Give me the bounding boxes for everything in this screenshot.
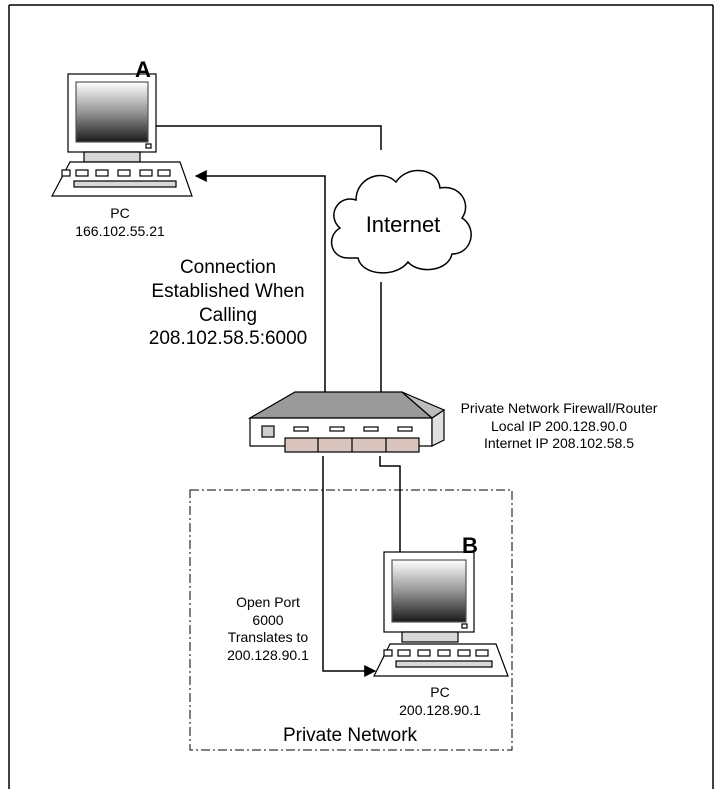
router-internet-ip: Internet IP 208.102.58.5 (484, 435, 634, 451)
pc-b-letter: B (462, 533, 478, 558)
pc-b-icon (373, 551, 509, 677)
router-name: Private Network Firewall/Router (460, 400, 658, 416)
private-network-label: Private Network (250, 724, 450, 748)
connection-line-1: Connection (179, 257, 277, 278)
internet-label: Internet (365, 212, 441, 237)
router-caption: Private Network Firewall/Router Local IP… (434, 400, 684, 453)
connection-line-3: Calling (198, 304, 258, 326)
connection-annotation: Connection Established When Calling 208.… (140, 256, 316, 351)
pc-a-ip: 166.102.55.21 (75, 222, 165, 239)
pc-a-icon (51, 73, 193, 197)
connection-arrow-to-pc-a (194, 170, 326, 392)
port-forward-arrow-to-pc-b (322, 456, 377, 677)
figure-border (8, 4, 714, 789)
pc-b-label: PC (430, 684, 450, 700)
pc-b-caption: PC 200.128.90.1 (380, 684, 500, 719)
internet-cloud-icon (330, 169, 472, 274)
connection-lines (150, 125, 401, 677)
connection-line-4: 208.102.58.5:6000 (148, 328, 308, 350)
pc-a-label: PC (110, 205, 130, 221)
private-network-boundary (189, 489, 513, 751)
port-line-3: Translates to (227, 629, 309, 645)
pc-a-caption: PC 166.102.55.21 (60, 205, 180, 240)
port-annotation: Open Port 6000 Translates to 200.128.90.… (216, 594, 320, 664)
pc-a-letter: A (135, 57, 151, 82)
pc-b-ip: 200.128.90.1 (399, 701, 481, 718)
router-icon (247, 391, 446, 453)
port-line-1: Open Port (236, 594, 300, 610)
router-local-ip: Local IP 200.128.90.0 (491, 417, 627, 434)
port-line-4: 200.128.90.1 (227, 646, 309, 663)
link-pc-a-to-internet (150, 125, 382, 150)
link-router-to-pc-b (379, 456, 401, 552)
connection-line-2: Established When (151, 280, 305, 302)
port-line-2: 6000 (252, 611, 284, 628)
